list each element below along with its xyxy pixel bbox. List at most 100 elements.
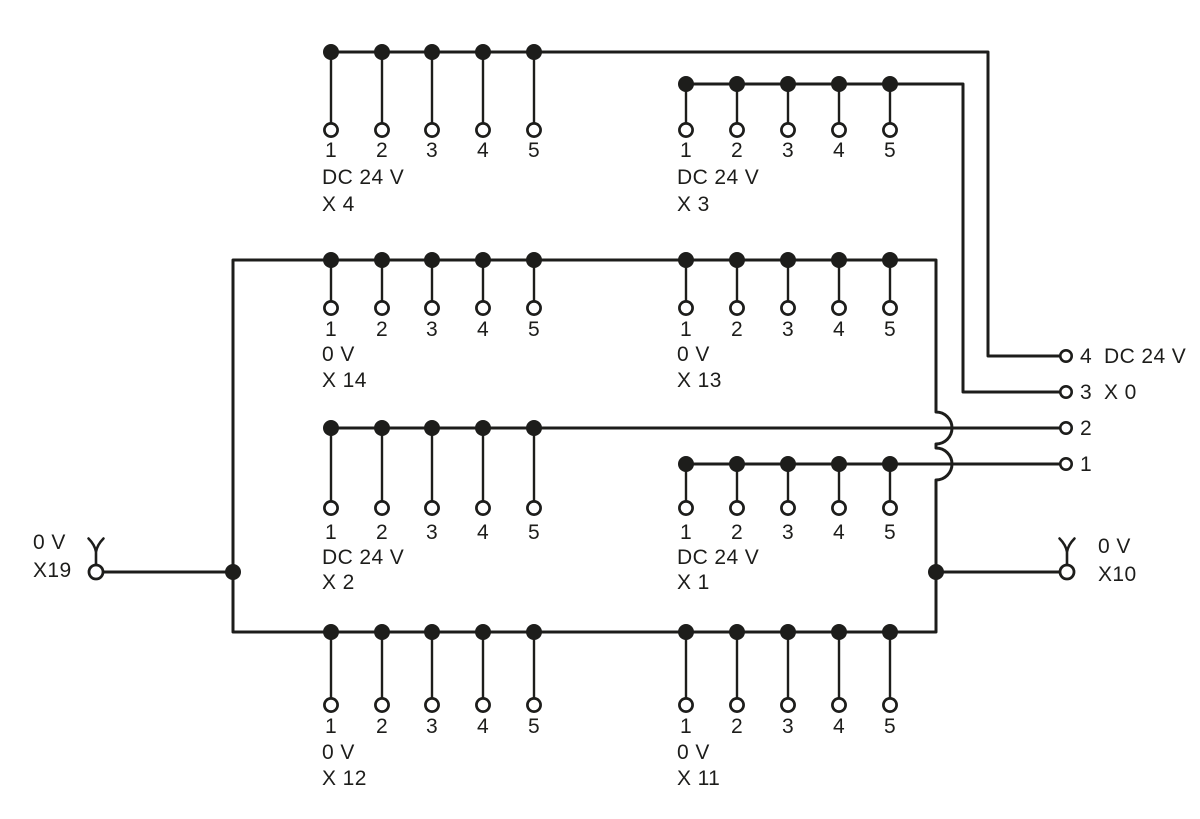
terminal-number: 4	[1080, 345, 1092, 368]
terminal-circle-4	[1059, 348, 1074, 363]
voltage-label: 0 V	[1098, 535, 1131, 558]
voltage-label: 0 V	[322, 741, 355, 764]
pin-x13-1	[676, 250, 696, 316]
pin-x2-4	[473, 418, 493, 516]
pin-x11-3	[778, 622, 798, 713]
pin-number-label: 3	[782, 318, 794, 341]
pin-x12-3	[422, 622, 442, 713]
terminal-label: X 0	[1104, 381, 1137, 404]
pin-number-label: 5	[528, 139, 540, 162]
pin-x3-5	[880, 74, 900, 138]
voltage-label: 0 V	[677, 343, 710, 366]
pin-number-label: 1	[325, 318, 337, 341]
junction-dot-right	[928, 564, 944, 580]
voltage-label: DC 24 V	[322, 166, 404, 189]
pin-x1-3	[778, 454, 798, 516]
pin-x11-4	[829, 622, 849, 713]
pin-x13-2	[727, 250, 747, 316]
pin-number-label: 2	[731, 318, 743, 341]
pin-number-label: 3	[782, 521, 794, 544]
terminal-group-x11: 1 2 3 4 5 0 V X 11	[676, 622, 900, 790]
pin-number-label: 4	[833, 521, 845, 544]
terminal-group-x1: 1 2 3 4 5 DC 24 V X 1	[676, 454, 900, 594]
pin-x4-3	[422, 42, 442, 138]
pin-number-label: 2	[376, 318, 388, 341]
pin-number-label: 1	[680, 521, 692, 544]
pin-number-label: 1	[680, 139, 692, 162]
pin-number-label: 2	[376, 521, 388, 544]
tap-x19: 0 V X19	[33, 531, 105, 582]
pin-x13-4	[829, 250, 849, 316]
tap-name-label: X19	[33, 559, 72, 582]
bus-wires	[102, 50, 1061, 634]
voltage-label: DC 24 V	[677, 166, 759, 189]
tap-circle	[87, 563, 105, 581]
pin-x14-1	[321, 250, 341, 316]
pin-x3-2	[727, 74, 747, 138]
pin-x1-2	[727, 454, 747, 516]
pin-x14-3	[422, 250, 442, 316]
pin-number-label: 3	[426, 715, 438, 738]
group-name-label: X 14	[322, 369, 367, 392]
pin-number-label: 4	[833, 318, 845, 341]
pin-x11-1	[676, 622, 696, 713]
pin-x1-1	[676, 454, 696, 516]
pin-x12-4	[473, 622, 493, 713]
pin-number-label: 2	[376, 715, 388, 738]
pin-x12-2	[372, 622, 392, 713]
pin-number-label: 4	[833, 715, 845, 738]
terminal-circle-2	[1059, 420, 1074, 435]
voltage-label: 0 V	[322, 343, 355, 366]
voltage-label: 0 V	[677, 741, 710, 764]
pin-number-label: 4	[477, 715, 489, 738]
group-name-label: X 4	[322, 193, 355, 216]
pin-x4-5	[524, 42, 544, 138]
pin-number-label: 5	[884, 318, 896, 341]
pin-x1-5	[880, 454, 900, 516]
pin-number-label: 1	[325, 139, 337, 162]
pin-number-label: 3	[426, 318, 438, 341]
pin-number-label: 5	[528, 715, 540, 738]
tap-name-label: X10	[1098, 563, 1137, 586]
pin-x2-3	[422, 418, 442, 516]
group-name-label: X 2	[322, 571, 355, 594]
pin-x4-1	[321, 42, 341, 138]
voltage-label: 0 V	[33, 531, 66, 554]
terminal-number: 3	[1080, 381, 1092, 404]
pin-number-label: 1	[680, 715, 692, 738]
terminal-group-x2: 1 2 3 4 5 DC 24 V X 2	[321, 418, 544, 594]
pin-x2-2	[372, 418, 392, 516]
terminal-group-x12: 1 2 3 4 5 0 V X 12	[321, 622, 544, 790]
terminal-circle-3	[1059, 384, 1074, 399]
pin-number-label: 2	[731, 715, 743, 738]
x4-feed-wire	[329, 50, 1061, 358]
pin-x2-5	[524, 418, 544, 516]
pin-number-label: 5	[884, 521, 896, 544]
pin-number-label: 2	[731, 521, 743, 544]
fork-icon	[1058, 537, 1076, 566]
terminal-number: 1	[1080, 453, 1092, 476]
junction-dot-left	[225, 564, 241, 580]
terminal-group-x3: 1 2 3 4 5 DC 24 V X 3	[676, 74, 900, 216]
tap-circle	[1058, 563, 1076, 581]
pin-number-label: 5	[884, 139, 896, 162]
pin-x2-1	[321, 418, 341, 516]
pin-number-label: 4	[833, 139, 845, 162]
pin-x4-4	[473, 42, 493, 138]
connector-x0: 4 3 2 1 DC 24 V X 0	[1059, 345, 1186, 476]
pin-number-label: 4	[477, 521, 489, 544]
pin-x4-2	[372, 42, 392, 138]
pin-x14-5	[524, 250, 544, 316]
pin-number-label: 2	[731, 139, 743, 162]
voltage-label: DC 24 V	[677, 546, 759, 569]
pin-x13-5	[880, 250, 900, 316]
bus-loop-wire	[231, 258, 954, 634]
pin-number-label: 4	[477, 318, 489, 341]
terminal-group-x4: 1 2 3 4 5 DC 24 V X 4	[321, 42, 544, 216]
pin-x14-2	[372, 250, 392, 316]
pin-number-label: 3	[782, 139, 794, 162]
pin-number-label: 5	[528, 318, 540, 341]
group-name-label: X 1	[677, 571, 710, 594]
x3-feed-wire	[684, 82, 1061, 394]
